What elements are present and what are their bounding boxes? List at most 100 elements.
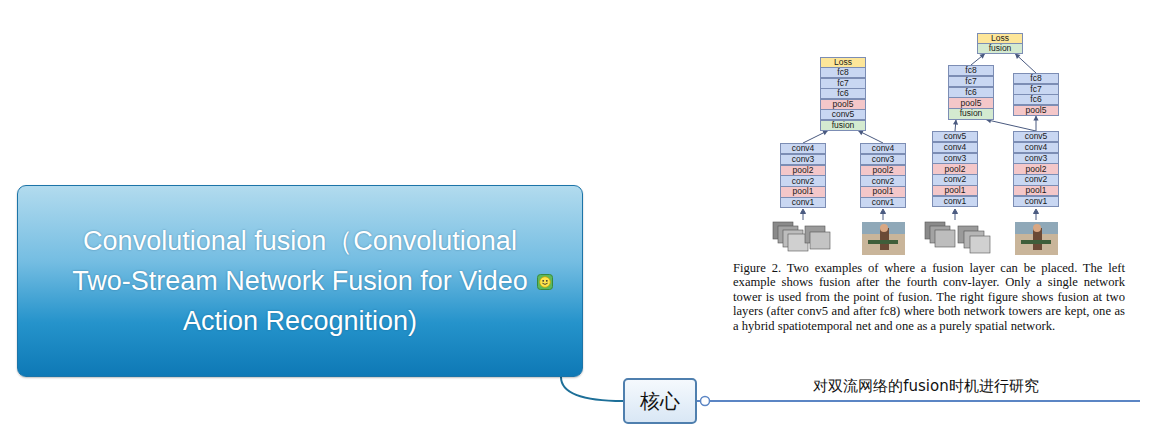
input-arrows (801, 209, 1039, 220)
layer-name: fc6 (837, 89, 848, 98)
layer-name: fusion (832, 121, 855, 130)
collapse-marker (701, 397, 710, 406)
topic-text: 核心 (640, 389, 680, 413)
smiley-icon (537, 274, 553, 290)
layer-name: conv3 (944, 154, 967, 163)
layer-cell: conv3 (932, 153, 978, 164)
connector (986, 118, 1036, 131)
layer-name: fc8 (837, 68, 848, 77)
layer-name: conv4 (872, 144, 895, 153)
layer-name: pool1 (945, 186, 966, 195)
layer-cell: fc8 (820, 67, 866, 78)
layer-cell: fc6 (1013, 94, 1059, 105)
layer-name: fc7 (1030, 85, 1041, 94)
layer-cell: pool5 (820, 99, 866, 110)
layer-name: pool1 (1026, 186, 1047, 195)
arrow-head (1033, 116, 1038, 121)
layer-cell: Loss (977, 33, 1023, 44)
connector (971, 54, 985, 65)
figure-caption: Figure 2. Two examples of where a fusion… (733, 261, 1125, 333)
layer-name: fusion (989, 44, 1012, 53)
rgb-frame (862, 222, 905, 255)
layer-name: pool5 (833, 100, 854, 109)
layer-cell: fc6 (948, 87, 994, 98)
leaf-topic: 对双流网络的fusion时机进行研究 (712, 371, 1140, 402)
layer-cell: pool1 (860, 186, 906, 197)
layer-name: conv2 (872, 177, 895, 186)
central-topic: Convolutional fusion（Convolutional Two-S… (17, 185, 583, 377)
layer-cell: conv5 (820, 109, 866, 120)
topic-text: Convolutional fusion（Convolutional Two-S… (65, 221, 535, 341)
layer-cell: pool5 (948, 97, 994, 108)
flow-frames (925, 222, 990, 253)
layer-name: conv3 (792, 155, 815, 164)
layer-cell: pool2 (1013, 163, 1059, 174)
layer-cell: conv2 (932, 174, 978, 185)
layer-cell: conv3 (860, 154, 906, 165)
layer-name: conv1 (944, 197, 967, 206)
layer-cell: fc8 (1013, 73, 1059, 84)
layer-cell: fc7 (1013, 84, 1059, 95)
layer-name: conv2 (792, 177, 815, 186)
connector (803, 130, 828, 143)
layer-cell: fc6 (820, 88, 866, 99)
layer-name: Loss (834, 58, 852, 67)
layer-cell: pool1 (780, 186, 826, 197)
layer-name: pool2 (873, 166, 894, 175)
layer-cell: pool2 (932, 163, 978, 174)
layer-name: fusion (960, 109, 983, 118)
layer-name: conv4 (944, 143, 967, 152)
layer-name: conv1 (1025, 197, 1048, 206)
layer-name: conv5 (1025, 132, 1048, 141)
layer-cell: conv2 (780, 175, 826, 186)
layer-cell: conv4 (860, 143, 906, 154)
layer-name: fc7 (965, 77, 976, 86)
connector (561, 377, 623, 401)
layer-cell: Loss (820, 57, 866, 68)
layer-name: conv3 (872, 155, 895, 164)
layer-name: conv1 (872, 198, 895, 207)
connector (1033, 116, 1038, 131)
arrow-head (1015, 54, 1020, 59)
topic-text: 对双流网络的fusion时机进行研究 (813, 377, 1038, 395)
layer-cell: conv3 (780, 154, 826, 165)
layer-name: pool5 (961, 99, 982, 108)
flow-frames (773, 222, 830, 251)
subtopic-box: 核心 (623, 378, 697, 424)
layer-cell: conv5 (1013, 131, 1059, 142)
layer-cell: conv3 (1013, 153, 1059, 164)
arrow-head (953, 120, 958, 125)
layer-name: conv1 (792, 198, 815, 207)
layer-name: pool2 (1026, 165, 1047, 174)
layer-cell: fc8 (948, 65, 994, 76)
layer-cell: pool2 (860, 165, 906, 176)
layer-name: fc8 (1030, 74, 1041, 83)
layer-cell: pool1 (1013, 185, 1059, 196)
layer-name: Loss (991, 34, 1009, 43)
layer-cell: conv4 (780, 143, 826, 154)
layer-cell: fusion (977, 43, 1023, 54)
connector (1015, 54, 1036, 73)
layer-cell: conv1 (1013, 196, 1059, 207)
layer-cell: fc7 (948, 76, 994, 87)
layer-cell: conv5 (932, 131, 978, 142)
layer-cell: conv4 (932, 142, 978, 153)
layer-name: conv2 (1025, 175, 1048, 184)
layer-cell: conv1 (932, 196, 978, 207)
layer-cell: fusion (948, 108, 994, 119)
layer-cell: conv2 (860, 175, 906, 186)
layer-name: conv4 (792, 144, 815, 153)
layer-cell: pool1 (932, 185, 978, 196)
layer-name: fc6 (965, 88, 976, 97)
connector (858, 130, 883, 143)
layer-name: conv2 (944, 175, 967, 184)
layer-name: pool1 (873, 187, 894, 196)
layer-name: conv5 (832, 110, 855, 119)
rgb-frame (1015, 222, 1058, 255)
layer-name: fc8 (965, 66, 976, 75)
layer-name: pool1 (793, 187, 814, 196)
connector (953, 120, 958, 131)
arrow-head (822, 130, 828, 135)
layer-name: pool5 (1026, 106, 1047, 115)
arrow-head (979, 54, 985, 59)
